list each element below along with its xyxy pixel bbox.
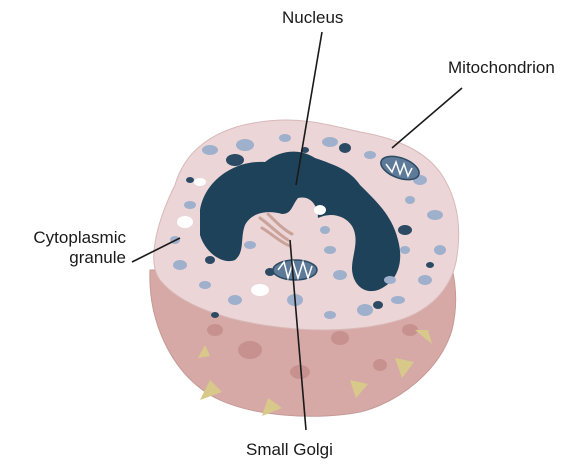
nucleus-label: Nucleus [282, 8, 343, 28]
cytoplasmic-granule-label-line1: Cytoplasmic [14, 228, 126, 248]
mitochondrion-label: Mitochondrion [448, 58, 555, 78]
lower-body-shade [207, 324, 223, 336]
vacuole [251, 284, 269, 296]
lower-body-shade [238, 341, 262, 359]
cytoplasmic-granule-label: Cytoplasmic granule [14, 228, 126, 268]
mitochondrion-leader-line [392, 88, 462, 148]
lower-body-shade [373, 359, 387, 371]
vacuole [314, 205, 326, 215]
small-golgi-label: Small Golgi [246, 440, 333, 460]
vacuole [177, 216, 193, 228]
mitochondrion-center [273, 260, 317, 280]
cytoplasmic-granule-label-line2: granule [14, 248, 126, 268]
vacuole [194, 178, 206, 186]
lower-body-shade [331, 331, 349, 345]
